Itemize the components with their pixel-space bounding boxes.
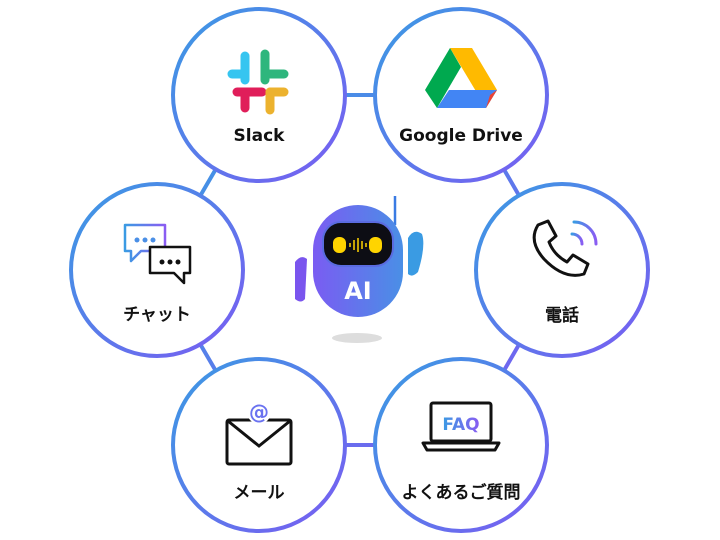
chat-bubbles-icon xyxy=(123,223,192,285)
mail-icon: @ xyxy=(225,400,293,466)
node-label-slack: Slack xyxy=(233,126,285,146)
phone-icon xyxy=(532,219,598,277)
faq-laptop-icon: FAQ xyxy=(421,401,501,452)
node-circle-phone xyxy=(474,182,650,358)
node-label-phone: 電話 xyxy=(545,306,579,326)
node-label-mail: メール xyxy=(233,483,285,503)
ai-label: AI xyxy=(344,277,372,305)
node-label-chat: チャット xyxy=(123,305,191,325)
slack-logo-icon xyxy=(227,49,289,115)
faq-icon-text: FAQ xyxy=(442,415,479,435)
node-label-faq: よくあるご質問 xyxy=(401,483,521,503)
svg-text:@: @ xyxy=(249,400,269,424)
google-drive-logo-icon xyxy=(425,48,497,108)
node-label-drive: Google Drive xyxy=(399,126,523,146)
ai-robot-icon: AI xyxy=(295,196,424,343)
